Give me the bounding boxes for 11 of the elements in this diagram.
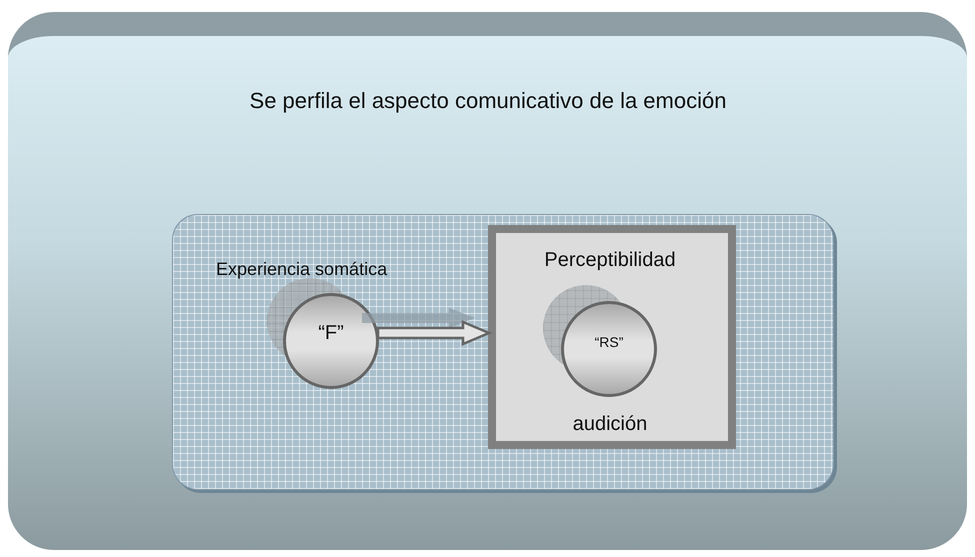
square-frame [488, 225, 736, 449]
arrow [376, 320, 492, 346]
circle-label: “F” [318, 322, 344, 345]
circle-label: “RS” [594, 334, 624, 350]
grid-panel [172, 214, 834, 490]
frame-label: audición [572, 413, 648, 436]
circle-node [283, 293, 379, 389]
node-label: Experiencia somática [216, 259, 388, 280]
heading: Se perfila el aspecto comunicativo de la emoción [250, 88, 726, 114]
panel [8, 12, 967, 550]
frame-title: Perceptibilidad [544, 249, 676, 272]
